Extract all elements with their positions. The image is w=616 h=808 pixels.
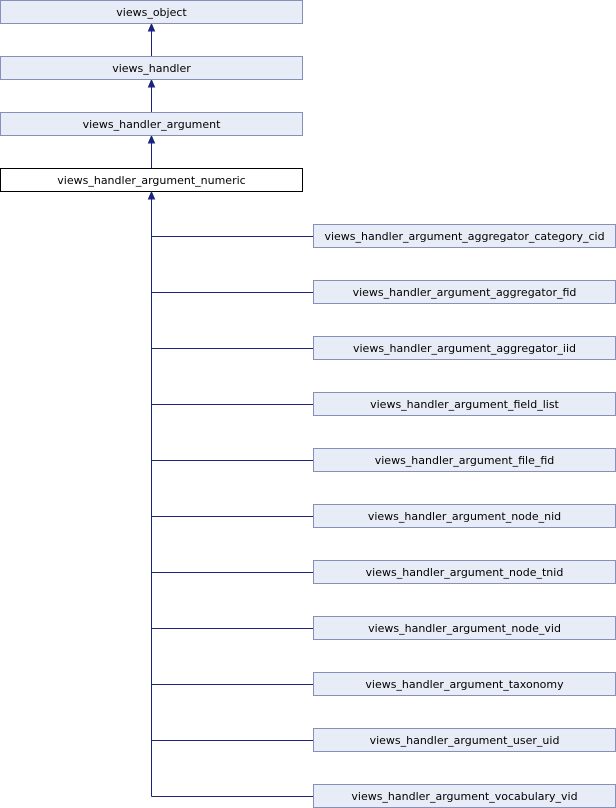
class-node-views-handler-box[interactable] (0, 56, 303, 80)
derived-arrow (147, 190, 156, 200)
child-class-node-label: views_handler_argument_aggregator_catego… (324, 230, 604, 243)
class-node-views-object-label: views_object (116, 6, 187, 19)
child-class-node-label: views_handler_argument_node_nid (368, 510, 561, 523)
child-class-node-label: views_handler_argument_aggregator_fid (353, 286, 577, 299)
child-class-node-label: views_handler_argument_vocabulary_vid (351, 790, 577, 803)
class-node-views-handler-argument-label: views_handler_argument (83, 118, 222, 131)
child-class-node-label: views_handler_argument_node_vid (368, 622, 561, 635)
current-class-node-label: views_handler_argument_numeric (57, 174, 245, 187)
child-class-node-label: views_handler_argument_aggregator_iid (353, 342, 576, 355)
class-node-views-handler-label: views_handler (112, 62, 191, 75)
class-node-views-handler-argument-box[interactable] (0, 112, 303, 136)
class-node-views-object-box[interactable] (0, 0, 303, 24)
inheritance-arrow (147, 22, 156, 32)
child-class-node-label: views_handler_argument_taxonomy (365, 678, 564, 691)
inheritance-arrow (147, 78, 156, 88)
child-class-node-label: views_handler_argument_file_fid (375, 454, 555, 467)
child-class-node-label: views_handler_argument_node_tnid (366, 566, 564, 579)
child-class-node-label: views_handler_argument_user_uid (370, 734, 560, 747)
child-class-node-label: views_handler_argument_field_list (370, 398, 559, 411)
inheritance-arrow (147, 134, 156, 144)
